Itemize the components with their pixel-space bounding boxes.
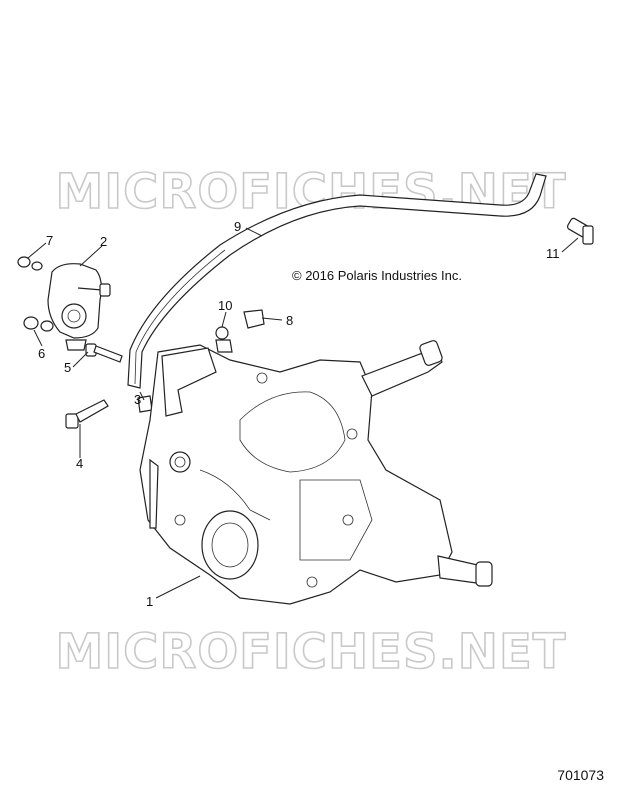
callout-10: 10 (218, 298, 232, 313)
document-number: 701073 (557, 767, 604, 783)
callout-7: 7 (46, 233, 53, 248)
watermark-bottom: MICROFICHES.NET (56, 624, 567, 680)
callout-9: 9 (234, 219, 241, 234)
callout-11: 11 (546, 246, 560, 261)
nut-6 (23, 316, 54, 332)
callout-3: 3 (134, 392, 141, 407)
bolt-5 (85, 343, 123, 363)
clip-10 (215, 326, 233, 353)
sensor-screw (77, 283, 111, 297)
callout-2: 2 (100, 234, 107, 249)
callout-4: 4 (76, 456, 83, 471)
plug-8 (243, 309, 265, 329)
callout-6: 6 (38, 346, 45, 361)
nut-7 (17, 256, 43, 271)
hose-fitting (566, 217, 594, 245)
callout-5: 5 (64, 360, 71, 375)
callout-1: 1 (146, 594, 153, 609)
leader-lines (27, 227, 579, 599)
callout-8: 8 (286, 313, 293, 328)
copyright-text: © 2016 Polaris Industries Inc. (292, 268, 462, 283)
breather-hose (127, 173, 547, 389)
watermark-top: MICROFICHES.NET (56, 164, 567, 220)
bolt-4 (65, 399, 109, 429)
transmission-assembly (139, 340, 493, 605)
speed-sensor (47, 263, 102, 351)
